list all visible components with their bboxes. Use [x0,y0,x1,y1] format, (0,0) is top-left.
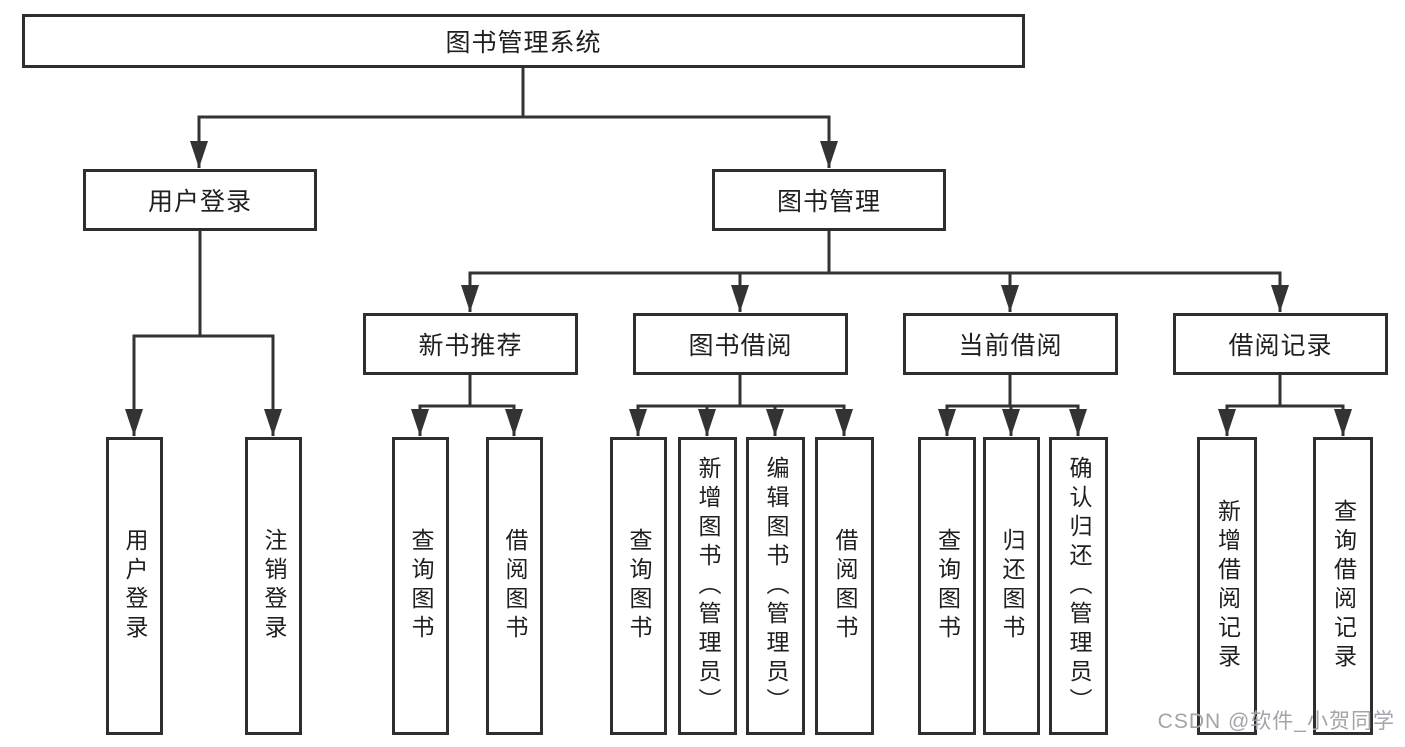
leaf-query-books-recommend: 查询图书 [392,437,449,735]
leaf-query-books-borrowing: 查询图书 [610,437,667,735]
leaf-logout: 注销登录 [245,437,302,735]
watermark-text: CSDN @软件_小贺同学 [1157,710,1395,733]
connector-new-book-recommendation-to-leaves [411,375,523,436]
connector-current-borrowing-to-leaves [938,375,1087,436]
leaf-user-login: 用户登录 [106,437,163,735]
node-label: 用户登录 [122,528,148,644]
node-label: 图书管理 [776,188,881,216]
node-label: 用户登录 [147,188,252,216]
node-label: 图书管理系统 [445,29,602,57]
node-user-login: 用户登录 [83,169,317,231]
node-label: 新增借阅记录 [1214,499,1241,673]
node-label: 新增图书（管理员） [695,455,721,717]
node-label: 归还图书 [999,528,1025,644]
node-label: 查询图书 [626,528,652,644]
node-label: 查询借阅记录 [1330,499,1357,673]
leaf-borrow-books-recommend: 借阅图书 [486,437,543,735]
node-label: 注销登录 [261,528,287,644]
node-label: 新书推荐 [418,332,523,360]
node-book-management: 图书管理 [712,169,946,231]
node-current-borrowing: 当前借阅 [903,313,1118,375]
node-borrowing-records: 借阅记录 [1173,313,1388,375]
connector-user-login-to-leaves [125,231,282,436]
connector-borrowing-records-to-leaves [1218,375,1352,436]
node-library-management-system: 图书管理系统 [22,14,1025,68]
connector-book-management-to-level3 [461,231,1289,312]
leaf-confirm-return-admin: 确认归还（管理员） [1049,437,1108,735]
node-label: 借阅图书 [502,528,528,644]
leaf-return-books: 归还图书 [983,437,1040,735]
node-label: 确认归还（管理员） [1066,455,1092,717]
node-label: 查询图书 [934,528,961,644]
leaf-add-borrow-record: 新增借阅记录 [1197,437,1257,735]
node-book-borrowing: 图书借阅 [633,313,848,375]
node-new-book-recommendation: 新书推荐 [363,313,578,375]
node-label: 当前借阅 [958,332,1063,360]
leaf-query-borrow-record: 查询借阅记录 [1313,437,1373,735]
node-label: 借阅图书 [832,528,858,644]
node-label: 借阅记录 [1228,332,1333,360]
node-label: 查询图书 [408,528,434,644]
connector-book-borrowing-to-leaves [629,375,853,436]
leaf-query-books-current: 查询图书 [918,437,976,735]
node-label: 编辑图书（管理员） [763,455,789,717]
leaf-edit-book-admin: 编辑图书（管理员） [746,437,805,735]
leaf-borrow-books-borrowing: 借阅图书 [815,437,874,735]
node-label: 图书借阅 [688,332,793,360]
connector-root-to-level2 [190,68,838,168]
leaf-add-book-admin: 新增图书（管理员） [678,437,737,735]
